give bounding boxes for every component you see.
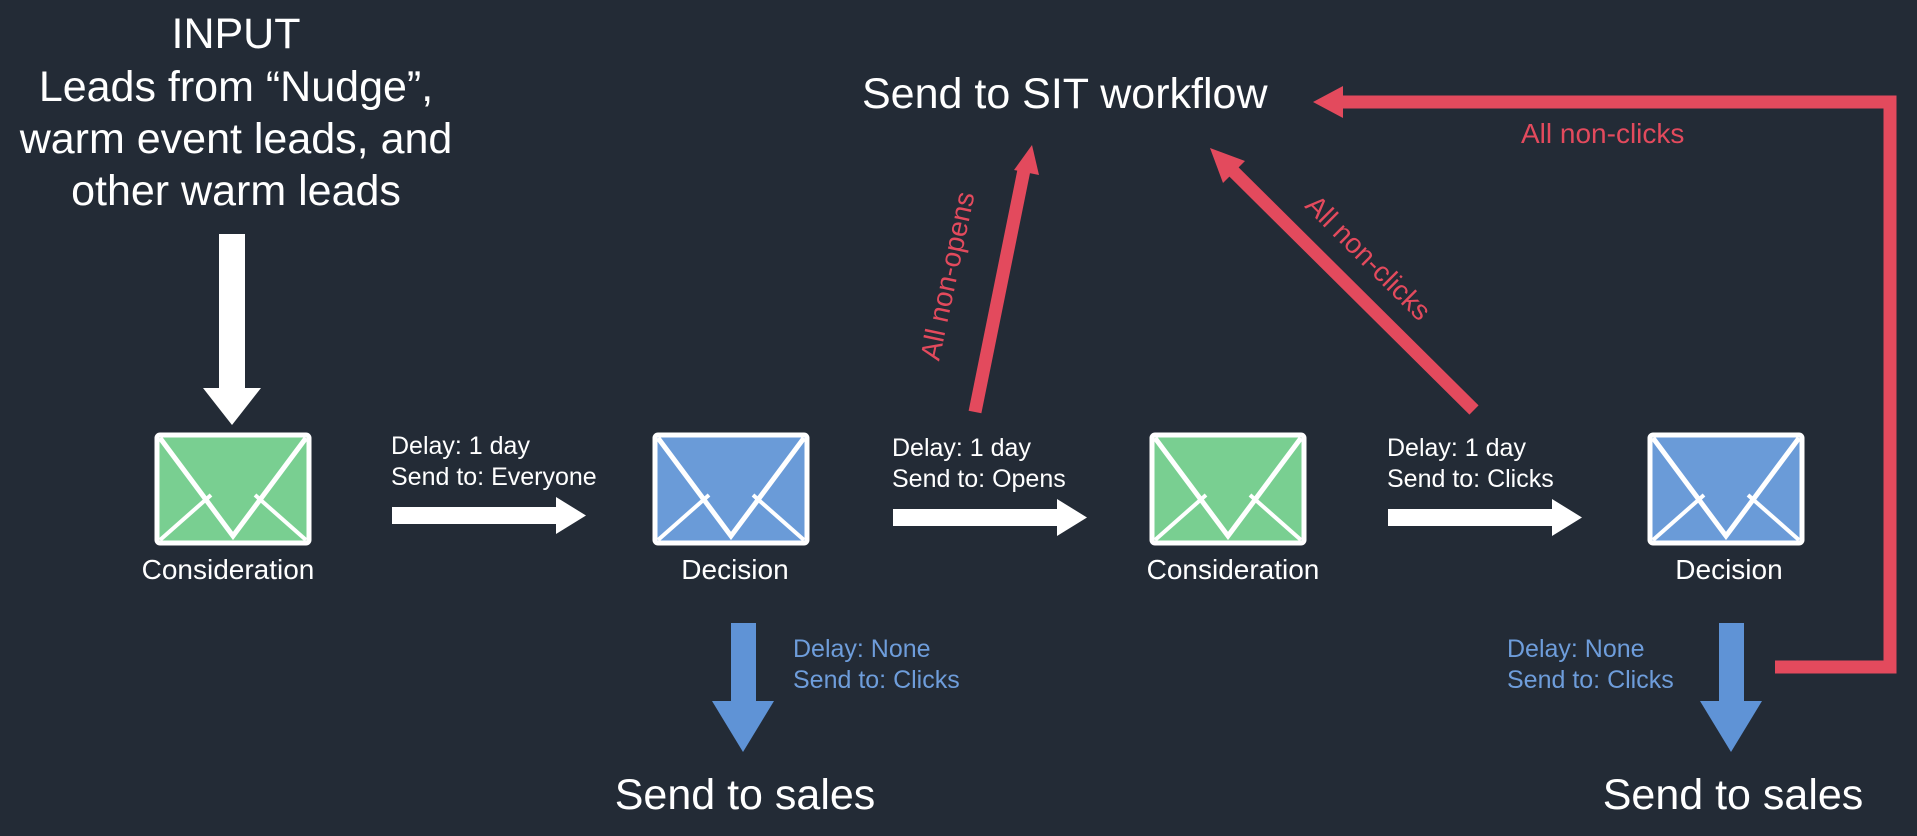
step-2-label: Delay: 1 day Send to: Opens bbox=[892, 433, 1066, 495]
arrow-to-sales-1 bbox=[712, 623, 774, 752]
step-send-to: Send to: Clicks bbox=[1507, 666, 1674, 694]
arrow-to-sales-2 bbox=[1700, 623, 1762, 752]
send-to-sales-label: Send to sales bbox=[614, 771, 876, 819]
email-label-decision: Decision bbox=[1675, 554, 1783, 585]
step-3-label: Delay: 1 day Send to: Clicks bbox=[1387, 433, 1554, 495]
step-1-label: Delay: 1 day Send to: Everyone bbox=[391, 431, 597, 493]
arrow-non-opens bbox=[968, 145, 1039, 414]
non-clicks-label: All non-clicks bbox=[1521, 118, 1685, 149]
step-send-to: Send to: Opens bbox=[892, 465, 1066, 493]
envelope-icon bbox=[1149, 432, 1307, 546]
arrow-step-1 bbox=[392, 497, 586, 534]
input-description: Leads from “Nudge”, warm event leads, an… bbox=[19, 63, 453, 215]
step-delay: Delay: None bbox=[793, 635, 931, 663]
step-delay: Delay: 1 day bbox=[391, 432, 530, 460]
sales-step-2-label: Delay: None Send to: Clicks bbox=[1507, 634, 1674, 696]
step-send-to: Send to: Clicks bbox=[1387, 465, 1554, 493]
arrow-step-3 bbox=[1388, 499, 1582, 536]
step-send-to: Send to: Everyone bbox=[391, 463, 597, 491]
step-send-to: Send to: Clicks bbox=[793, 666, 960, 694]
arrow-non-clicks-1 bbox=[1210, 148, 1479, 415]
step-delay: Delay: 1 day bbox=[1387, 434, 1526, 462]
step-delay: Delay: 1 day bbox=[892, 434, 1031, 462]
input-arrow bbox=[203, 234, 261, 425]
envelope-icon bbox=[1647, 432, 1805, 546]
input-title: INPUT bbox=[171, 10, 301, 58]
email-label-decision: Decision bbox=[681, 554, 789, 585]
email-label-consideration: Consideration bbox=[1146, 554, 1320, 585]
email-label-consideration: Consideration bbox=[141, 554, 315, 585]
arrow-step-2 bbox=[893, 499, 1087, 536]
envelope-icon bbox=[154, 432, 312, 546]
sit-workflow-label: Send to SIT workflow bbox=[862, 70, 1268, 118]
sales-step-1-label: Delay: None Send to: Clicks bbox=[793, 634, 960, 696]
send-to-sales-label: Send to sales bbox=[1602, 771, 1864, 819]
envelope-icon bbox=[652, 432, 810, 546]
arrow-non-clicks-2 bbox=[1313, 86, 1897, 674]
step-delay: Delay: None bbox=[1507, 635, 1645, 663]
